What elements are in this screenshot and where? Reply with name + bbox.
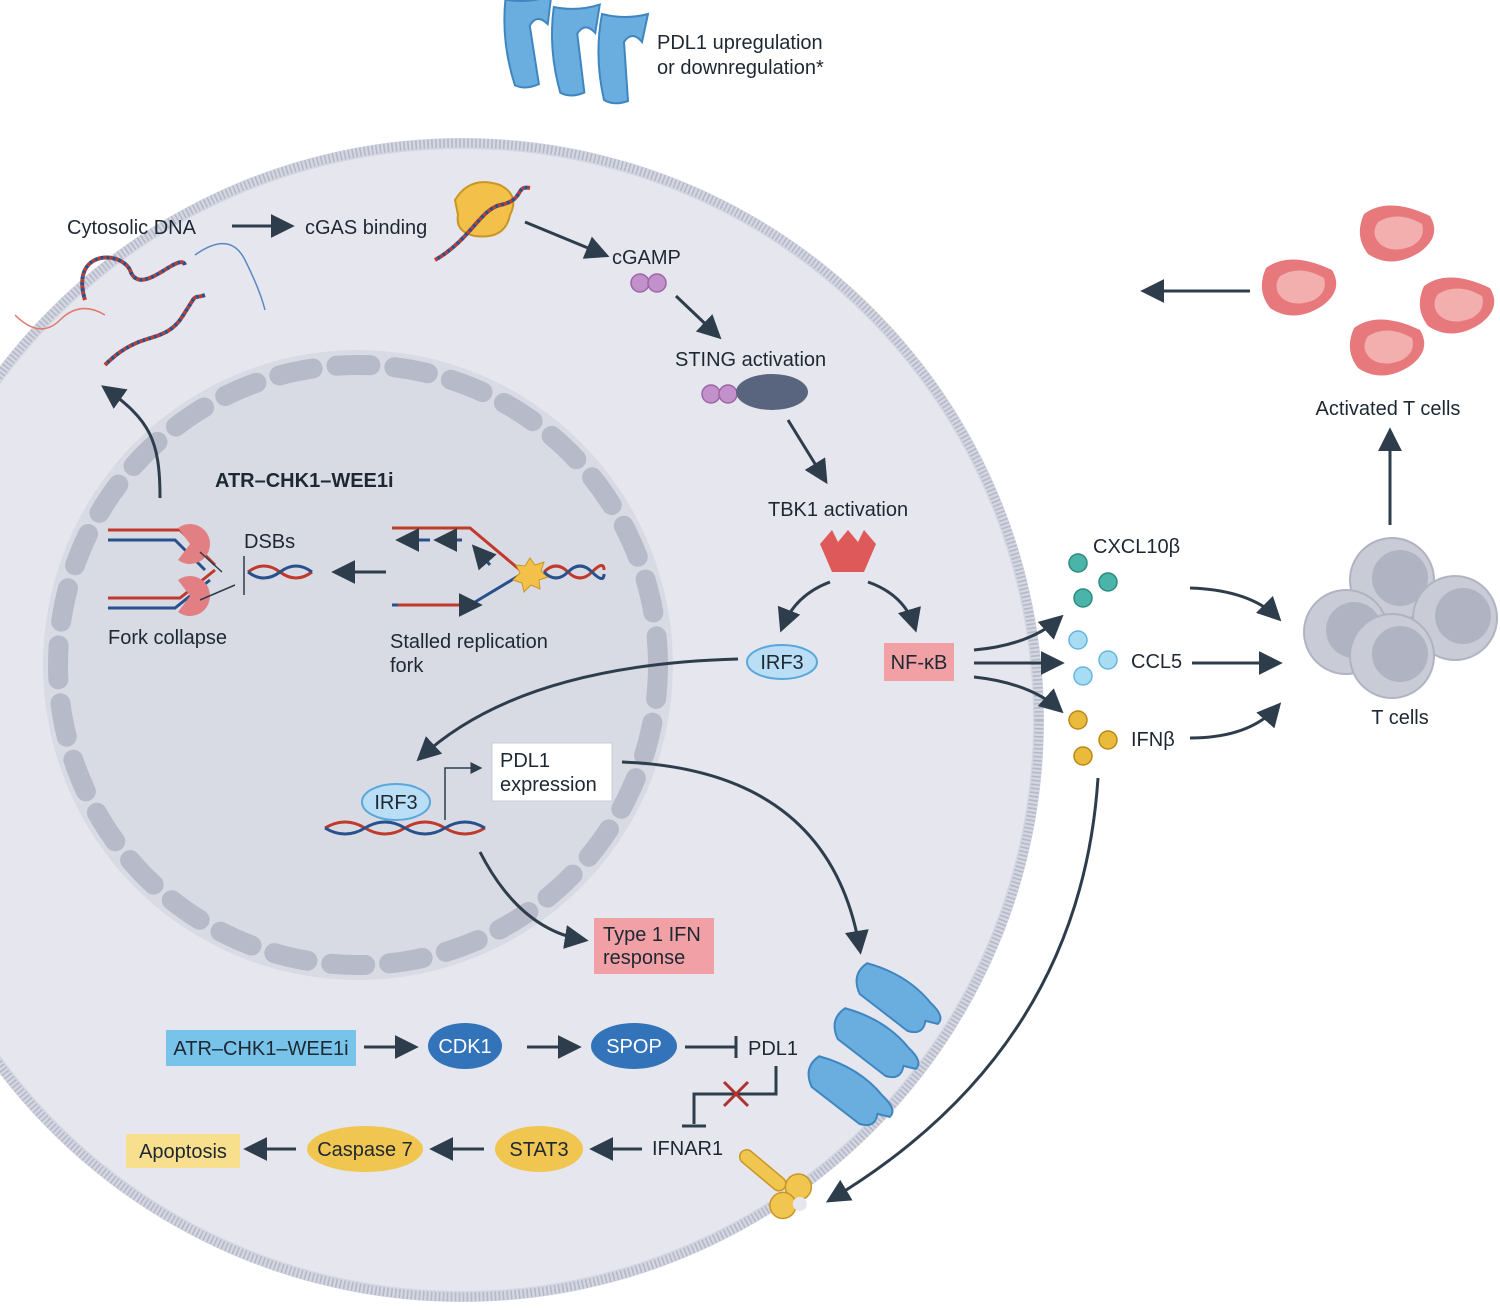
irf3-nucleus-dna: IRF3 bbox=[324, 762, 486, 836]
type1-ifn-label-line1: Type 1 IFN bbox=[603, 924, 701, 946]
tbk1-kinase-icon bbox=[820, 530, 876, 572]
stalled-fork-label-line2: fork bbox=[390, 655, 424, 677]
arrow-irf3-to-nucleus bbox=[416, 657, 739, 762]
pdl1-receptor-icon bbox=[550, 3, 602, 97]
cxcl10-label: CXCL10β bbox=[1093, 536, 1180, 558]
apoptosis-label: Apoptosis bbox=[139, 1141, 227, 1163]
atr-chk1-wee1i-box-label: ATR–CHK1–WEE1i bbox=[173, 1038, 348, 1060]
pdl1-receptor-icon bbox=[503, 0, 553, 89]
cdk1-oval: CDK1 bbox=[428, 1023, 502, 1069]
arrow-ifnb-to-t-cells bbox=[1189, 702, 1282, 740]
pdl1-receptors-membrane bbox=[807, 962, 942, 1127]
transcription-start-arrow bbox=[444, 762, 483, 820]
arrow-dna-to-type1-ifn bbox=[478, 851, 589, 949]
t-cells-cluster bbox=[1303, 537, 1498, 699]
arrow-sting-to-tbk1 bbox=[786, 419, 828, 485]
stat3-label: STAT3 bbox=[509, 1139, 568, 1161]
pdl1-receptor-icon bbox=[807, 1055, 894, 1127]
blocked-cross-icon bbox=[722, 1080, 750, 1108]
t-cell-icon bbox=[1412, 575, 1498, 661]
arrow-cxcl10-to-t-cells bbox=[1189, 586, 1282, 622]
stall-burst-icon bbox=[512, 557, 549, 593]
pdl1-regulation-label-line1: PDL1 upregulation bbox=[657, 32, 823, 54]
replication-fork-icon bbox=[108, 524, 236, 616]
nucleus bbox=[43, 350, 673, 980]
t-cell-icon bbox=[1349, 613, 1435, 699]
ifnb-label: IFNβ bbox=[1131, 729, 1175, 751]
arrow-nfkb-to-cxcl10 bbox=[973, 614, 1064, 652]
pdl1-receptor-icon bbox=[597, 12, 650, 105]
tbk1-activation-label: TBK1 activation bbox=[768, 499, 908, 521]
activated-t-cell-icon bbox=[1261, 259, 1337, 316]
pdl1-label: PDL1 bbox=[748, 1038, 798, 1060]
irf3-nucleus-label: IRF3 bbox=[374, 792, 417, 814]
pdl1-receptor-icon bbox=[833, 1007, 920, 1079]
irf3-cytoplasm: IRF3 bbox=[746, 644, 818, 680]
cytosolic-dna-label: Cytosolic DNA bbox=[67, 217, 197, 239]
cell-membrane-texture bbox=[0, 138, 1044, 1302]
cdk1-label: CDK1 bbox=[438, 1036, 491, 1058]
fork-collapse-label: Fork collapse bbox=[108, 627, 227, 649]
pdl1-expression-label-line1: PDL1 bbox=[500, 750, 550, 772]
arrow-nfkb-to-ifnb bbox=[973, 675, 1064, 714]
cgas-binding-label: cGAS binding bbox=[305, 217, 427, 239]
spop-oval: SPOP bbox=[591, 1023, 677, 1069]
ccl5-label: CCL5 bbox=[1131, 651, 1182, 673]
stalled-fork-label-line1: Stalled replication bbox=[390, 631, 548, 653]
activated-t-cells-label: Activated T cells bbox=[1316, 398, 1461, 420]
irf3-cytoplasm-label: IRF3 bbox=[760, 652, 803, 674]
t-cells-label: T cells bbox=[1371, 707, 1428, 729]
nucleus-drug-label: ATR–CHK1–WEE1i bbox=[215, 470, 394, 492]
ifnar1-label: IFNAR1 bbox=[652, 1138, 723, 1160]
activated-t-cell-icon bbox=[1359, 205, 1435, 262]
cgamp-label: cGAMP bbox=[612, 247, 681, 269]
apoptosis-box: Apoptosis bbox=[126, 1134, 240, 1168]
arrow-tbk1-to-nfkb bbox=[867, 580, 921, 633]
spop-label: SPOP bbox=[606, 1036, 662, 1058]
pdl1-expression-box: PDL1 expression bbox=[491, 742, 613, 802]
cytosolic-dna-strands bbox=[14, 242, 266, 367]
ifnar1-receptor-icon bbox=[738, 1149, 813, 1220]
cgamp-icon bbox=[630, 273, 667, 293]
stalled-fork-icon bbox=[392, 526, 606, 617]
arrow-tbk1-to-irf3 bbox=[777, 580, 831, 633]
ifnb-molecules bbox=[1068, 710, 1118, 766]
arrow-ifnb-to-ifnar1 bbox=[825, 777, 1100, 1203]
dsb-dna-icon bbox=[247, 564, 313, 580]
arrow-cgamp-to-sting bbox=[674, 294, 722, 340]
sting-activation-label: STING activation bbox=[675, 349, 826, 371]
caspase7-label: Caspase 7 bbox=[317, 1139, 413, 1161]
atr-chk1-wee1i-box: ATR–CHK1–WEE1i bbox=[166, 1030, 356, 1066]
nfkb-label: NF-κB bbox=[891, 652, 948, 674]
activated-t-cells-cluster bbox=[1261, 205, 1495, 376]
cgas-enzyme-icon bbox=[434, 181, 531, 262]
cxcl10-molecules bbox=[1068, 553, 1118, 608]
ccl5-molecules bbox=[1068, 630, 1118, 686]
activated-t-cell-icon bbox=[1419, 277, 1495, 334]
pdl1-receptor-icon bbox=[855, 962, 942, 1034]
activated-t-cell-icon bbox=[1349, 319, 1425, 376]
pdl1-expression-label-line2: expression bbox=[500, 774, 597, 796]
inhibition-spop-to-pdl1 bbox=[685, 1036, 738, 1058]
type1-ifn-label-line2: response bbox=[603, 947, 685, 969]
arrow-dsbs-to-cytosolic-dna bbox=[101, 385, 162, 499]
sting-icon bbox=[701, 374, 808, 410]
arrow-pdl1-expression-to-membrane bbox=[621, 760, 869, 955]
stat3-oval: STAT3 bbox=[495, 1126, 583, 1172]
pdl1-receptors-top bbox=[503, 0, 650, 105]
type1-ifn-response-box: Type 1 IFN response bbox=[594, 918, 714, 974]
nucleus-body bbox=[43, 350, 673, 980]
dsbs-label: DSBs bbox=[244, 531, 295, 553]
arrow-cgas-to-cgamp bbox=[524, 220, 610, 259]
pdl1-regulation-label-line2: or downregulation* bbox=[657, 57, 824, 79]
caspase7-oval: Caspase 7 bbox=[307, 1126, 423, 1172]
nfkb-box: NF-κB bbox=[884, 643, 954, 681]
